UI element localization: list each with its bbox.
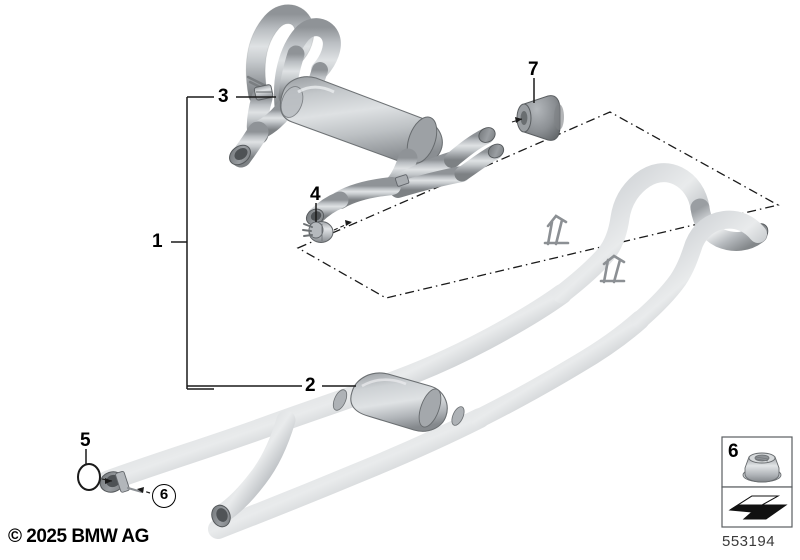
pipe-collar-right (451, 406, 465, 426)
callout-label-7: 7 (528, 59, 539, 80)
exhaust-clamp-item3 (246, 75, 274, 101)
callout-label-4: 4 (310, 184, 321, 205)
pipe-collar-left (332, 389, 348, 411)
pipe-hanger-lower (599, 254, 626, 284)
centre-resonator-box (350, 372, 448, 432)
callout-label-3: 3 (218, 86, 229, 107)
flange-nut-illustration (742, 452, 782, 483)
centre-pipe-lower-mid (470, 310, 650, 428)
front-pipe-lower-branch (212, 410, 296, 524)
direction-arrow-icon (728, 495, 788, 520)
callout-label-2: 2 (305, 375, 316, 396)
pipe-clamp-item4 (302, 221, 334, 243)
callout-label-1: 1 (152, 231, 163, 252)
rear-silencer-body (279, 76, 443, 166)
front-pipe-right-lower (208, 408, 490, 539)
gasket-arrowhead (105, 478, 112, 484)
centre-pipe-lower-rear-bend (631, 210, 767, 329)
y-branch-upper-opening (478, 127, 496, 143)
callout-label-6-circled: 6 (152, 484, 176, 508)
callout-1-bracket (171, 96, 214, 390)
y-junction-band (394, 174, 410, 187)
centre-pipe-upper-mid (376, 284, 572, 394)
clamp-item4-arrowhead (345, 220, 352, 226)
diagram-part-number: 553194 (722, 533, 776, 550)
callout-label-5: 5 (80, 430, 91, 451)
tailpipe-outlet-left-bore (234, 147, 248, 161)
inset-legend-box (721, 436, 793, 528)
rear-silencer-assembly (229, 4, 505, 226)
centre-pipe-upper-rear-bend (552, 163, 710, 304)
callout-6-arrowhead (137, 487, 144, 493)
front-pipe-inlet-flange (99, 471, 144, 494)
bush-item7-arrowhead (515, 117, 522, 123)
gasket-ring-item5 (77, 463, 101, 491)
callout-6-leader (136, 488, 151, 494)
pipe-hanger-upper (543, 214, 570, 246)
copyright-notice: © 2025 BMW AG (8, 526, 149, 547)
centre-pipe-assembly (97, 163, 769, 539)
mounting-bush-item7 (516, 95, 564, 141)
inset-item-label: 6 (728, 441, 739, 462)
dashed-region-outline (296, 111, 780, 299)
y-branch-lower-opening (487, 143, 505, 159)
